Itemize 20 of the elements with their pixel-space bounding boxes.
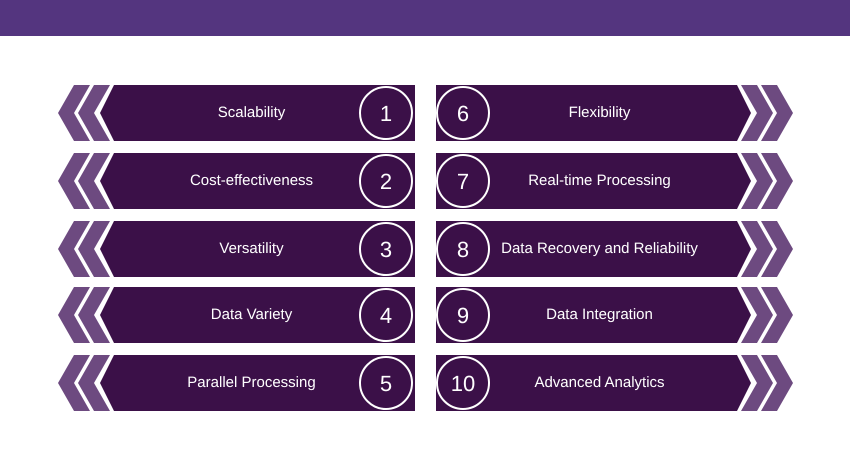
item-label: Data Recovery and Reliability [501, 240, 698, 258]
item-label: Scalability [218, 104, 286, 122]
number: 3 [380, 236, 392, 264]
number: 10 [450, 370, 476, 398]
item-label: Data Variety [210, 306, 292, 324]
number: 8 [456, 236, 470, 264]
item-label: Advanced Analytics [534, 374, 665, 392]
item-label: Flexibility [568, 104, 630, 122]
number: 1 [380, 100, 392, 128]
number: 7 [456, 168, 470, 196]
item-label: Parallel Processing [187, 374, 316, 392]
number: 5 [380, 370, 392, 398]
item-label: Cost-effectiveness [190, 172, 314, 190]
item-label: Real-time Processing [528, 172, 671, 190]
number: 4 [380, 302, 392, 330]
item-label: Data Integration [546, 306, 653, 324]
number: 9 [456, 302, 470, 330]
number: 6 [456, 100, 470, 128]
number: 2 [380, 168, 392, 196]
item-label: Versatility [219, 240, 284, 258]
